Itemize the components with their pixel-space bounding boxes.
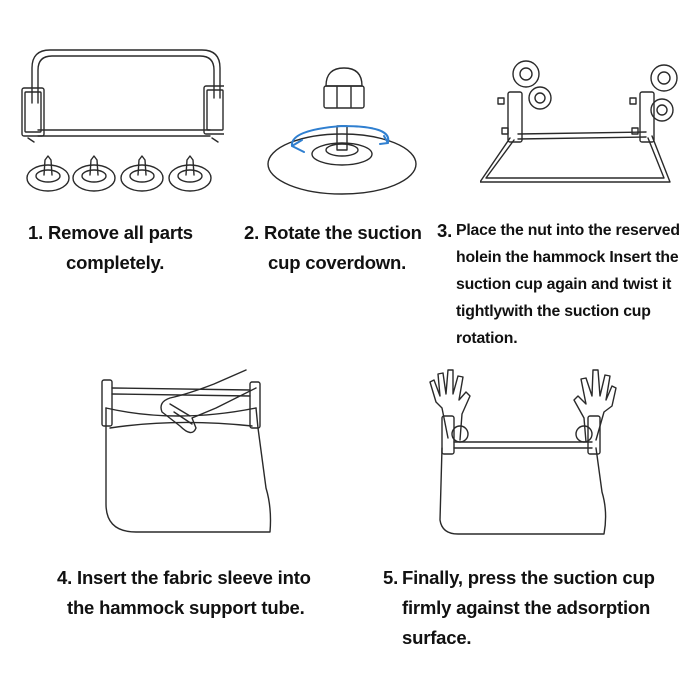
hand-icon: [429, 369, 617, 443]
step-5-line-1: Finally, press the suction cup: [402, 567, 655, 588]
rotation-arrow-icon: [291, 125, 390, 153]
cap-nut-icon: [497, 97, 639, 135]
hand-icon: [160, 369, 257, 434]
figure-parts: [14, 38, 224, 198]
step-5: 5. Finally, press the suction cup firmly…: [383, 563, 683, 653]
hammock-fabric-icon: [105, 407, 272, 533]
suction-cup-icon: [512, 60, 678, 122]
step-3-line-4: tightlywith the suction cup: [456, 303, 651, 320]
step-3: 3. Place the nut into the reserved holei…: [437, 217, 697, 352]
step-4: 4. Insert the fabric sleeve into the ham…: [57, 563, 337, 623]
step-4-number: 4.: [57, 567, 73, 588]
step-5-number: 5.: [383, 567, 399, 588]
step-5-line-3: surface.: [402, 627, 472, 648]
hammock-fabric-icon: [439, 441, 607, 535]
hammock-frame-icon: [21, 49, 224, 143]
step-1-number: 1.: [28, 222, 44, 243]
figure-rotate-cover: [262, 60, 422, 200]
step-1: 1. Remove all parts completely.: [28, 218, 218, 278]
suction-cup-icon: [26, 155, 212, 192]
step-3-line-3: suction cup again and twist it: [456, 276, 672, 293]
step-2-number: 2.: [244, 222, 260, 243]
step-2-line-1: Rotate the suction: [264, 222, 422, 243]
suction-cup-icon: [267, 125, 417, 195]
cap-nut-icon: [323, 67, 365, 109]
step-3-line-1: Place the nut into the reserved: [456, 222, 680, 239]
figure-press-cups: [428, 362, 618, 542]
step-1-line-2: completely.: [66, 252, 165, 273]
step-2: 2. Rotate the suction cup coverdown.: [244, 218, 434, 278]
step-2-line-2: cup coverdown.: [268, 252, 407, 273]
step-4-line-2: the hammock support tube.: [67, 597, 305, 618]
figure-insert-sleeve: [96, 368, 280, 538]
step-1-line-1: Remove all parts: [48, 222, 193, 243]
step-3-number: 3.: [437, 220, 453, 241]
step-5-line-2: firmly against the adsorption: [402, 597, 651, 618]
step-3-line-5: rotation.: [456, 330, 518, 347]
frame-assembly-icon: [101, 379, 261, 429]
step-4-line-1: Insert the fabric sleeve into: [77, 567, 311, 588]
frame-assembly-icon: [480, 91, 671, 183]
figure-attach-cups: [480, 48, 690, 198]
step-3-line-2: holein the hammock Insert the: [456, 249, 679, 266]
